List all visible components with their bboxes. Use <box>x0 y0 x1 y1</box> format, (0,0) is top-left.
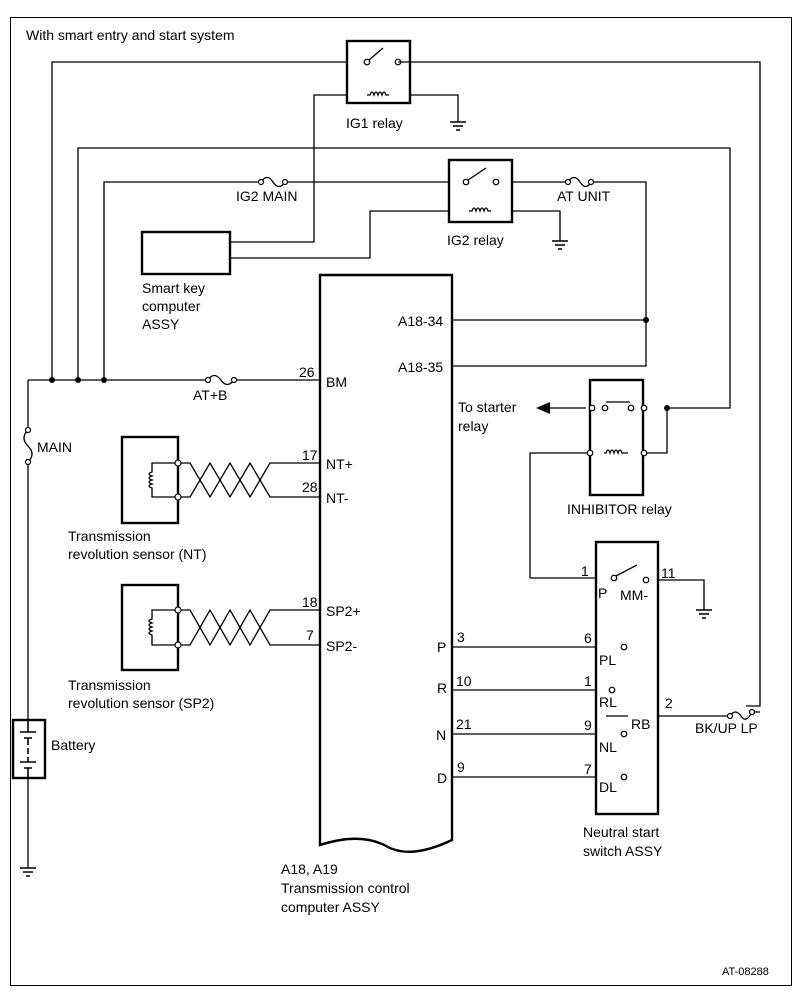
pin-number-sp2-minus: 7 <box>306 627 314 643</box>
battery-box <box>11 718 47 780</box>
nt-sensor-label-line1: Transmission <box>68 528 151 544</box>
starter-label-line1: To starter <box>458 399 517 415</box>
pin-number-n: 21 <box>456 716 472 732</box>
nss-name-line1: Neutral start <box>583 824 659 840</box>
nss-label-pl: PL <box>599 652 616 668</box>
ig2-relay-box <box>447 158 514 224</box>
pin-nt-minus: NT- <box>326 490 349 506</box>
pin-number-r: 10 <box>456 673 472 689</box>
wires <box>27 61 761 868</box>
pin-number-nt-plus: 17 <box>302 447 318 463</box>
nss-pin-rl: 1 <box>584 673 592 689</box>
nss-label-dl: DL <box>599 779 617 795</box>
ig1-relay-coil <box>367 91 389 98</box>
pin-r: R <box>437 680 447 696</box>
ground-icon <box>20 867 36 877</box>
pin-number-sp2-plus: 18 <box>302 594 318 610</box>
junction-dots <box>49 317 670 411</box>
pin-number-bm: 26 <box>299 364 315 380</box>
inhibitor-relay-label: INHIBITOR relay <box>567 501 672 517</box>
at-b-fuse-label: AT+B <box>193 387 227 403</box>
pin-sp2-plus: SP2+ <box>326 603 361 619</box>
nss-label-rl: RL <box>599 694 617 710</box>
nss-pin-rb: 2 <box>665 695 673 711</box>
twisted-pair-nt <box>178 461 285 499</box>
pin-number-p: 3 <box>457 629 465 645</box>
battery-label: Battery <box>51 737 95 753</box>
arrow-left-icon <box>536 402 550 414</box>
smart-key-label-line2: computer <box>142 298 201 314</box>
pin-number-d: 9 <box>457 759 465 775</box>
inhibitor-relay-coil <box>586 449 648 457</box>
inhibitor-relay-switch <box>588 401 648 412</box>
diagram-frame <box>10 17 792 986</box>
nt-sensor-coil <box>148 459 182 501</box>
ig2-main-fuse-label: IG2 MAIN <box>236 188 297 204</box>
ig2-relay-coil <box>469 207 491 214</box>
at-unit-fuse-label: AT UNIT <box>557 188 611 204</box>
pin-sp2-minus: SP2- <box>326 638 357 654</box>
smart-key-computer-box <box>140 230 232 276</box>
smart-key-label-line3: ASSY <box>142 316 180 332</box>
nss-internal <box>606 564 650 781</box>
smart-key-label-line1: Smart key <box>142 280 205 296</box>
ig2-relay-switch <box>462 167 500 186</box>
pin-nt-plus: NT+ <box>326 456 353 472</box>
nss-pin-nl: 9 <box>584 717 592 733</box>
at-unit-fuse-icon <box>567 176 592 188</box>
ig1-relay-switch <box>363 47 410 66</box>
starter-label-line2: relay <box>458 418 488 434</box>
inhibitor-relay-box <box>588 378 645 497</box>
nss-label-nl: NL <box>599 739 617 755</box>
ecu-connectors-label: A18, A19 <box>281 861 338 877</box>
sp2-sensor-label-line2: revolution sensor (SP2) <box>68 695 214 711</box>
pin-a18-34: A18-34 <box>398 313 443 329</box>
pin-a18-35: A18-35 <box>398 359 443 375</box>
pin-n: N <box>436 727 446 743</box>
tcm-box <box>318 273 454 853</box>
ground-icon <box>552 240 568 250</box>
ig2-relay-label: IG2 relay <box>447 232 504 248</box>
nss-name-line2: switch ASSY <box>583 843 663 859</box>
neutral-start-switch-box <box>594 540 660 816</box>
ig2-main-fuse-icon <box>260 176 286 188</box>
pin-d: D <box>437 770 447 786</box>
diagram-title: With smart entry and start system <box>26 27 235 43</box>
nss-label-rb: RB <box>631 716 650 732</box>
ecu-name-line1: Transmission control <box>281 880 410 896</box>
main-fuse-label: MAIN <box>37 439 72 455</box>
nss-pin-p: 1 <box>581 563 589 579</box>
battery-symbol <box>20 720 36 778</box>
nss-pin-mm: 11 <box>661 565 676 581</box>
ig1-relay-label: IG1 relay <box>346 115 403 131</box>
bk-up-lp-fuse-icon <box>729 711 753 720</box>
twisted-pair-sp2 <box>178 608 285 647</box>
bk-up-lp-fuse-label: BK/UP LP <box>695 720 758 736</box>
pin-bm: BM <box>326 374 347 390</box>
nt-sensor-label-line2: revolution sensor (NT) <box>68 546 207 562</box>
pin-number-nt-minus: 28 <box>302 479 318 495</box>
nss-pin-dl: 7 <box>584 761 592 777</box>
main-fuse-icon <box>23 429 33 463</box>
pin-p: P <box>437 639 446 655</box>
ground-icon <box>450 121 466 131</box>
figure-code: AT-08288 <box>722 966 769 978</box>
nss-label-p: P <box>598 585 607 601</box>
nss-label-mm: MM- <box>620 587 648 603</box>
nss-pin-pl: 6 <box>584 630 592 646</box>
ecu-name-line2: computer ASSY <box>281 899 380 915</box>
sp2-sensor-label-line1: Transmission <box>68 677 151 693</box>
ground-icon <box>696 609 712 619</box>
sp2-sensor-coil <box>148 606 182 649</box>
at-b-fuse-icon <box>207 374 235 386</box>
nt-sensor-box <box>120 435 180 525</box>
